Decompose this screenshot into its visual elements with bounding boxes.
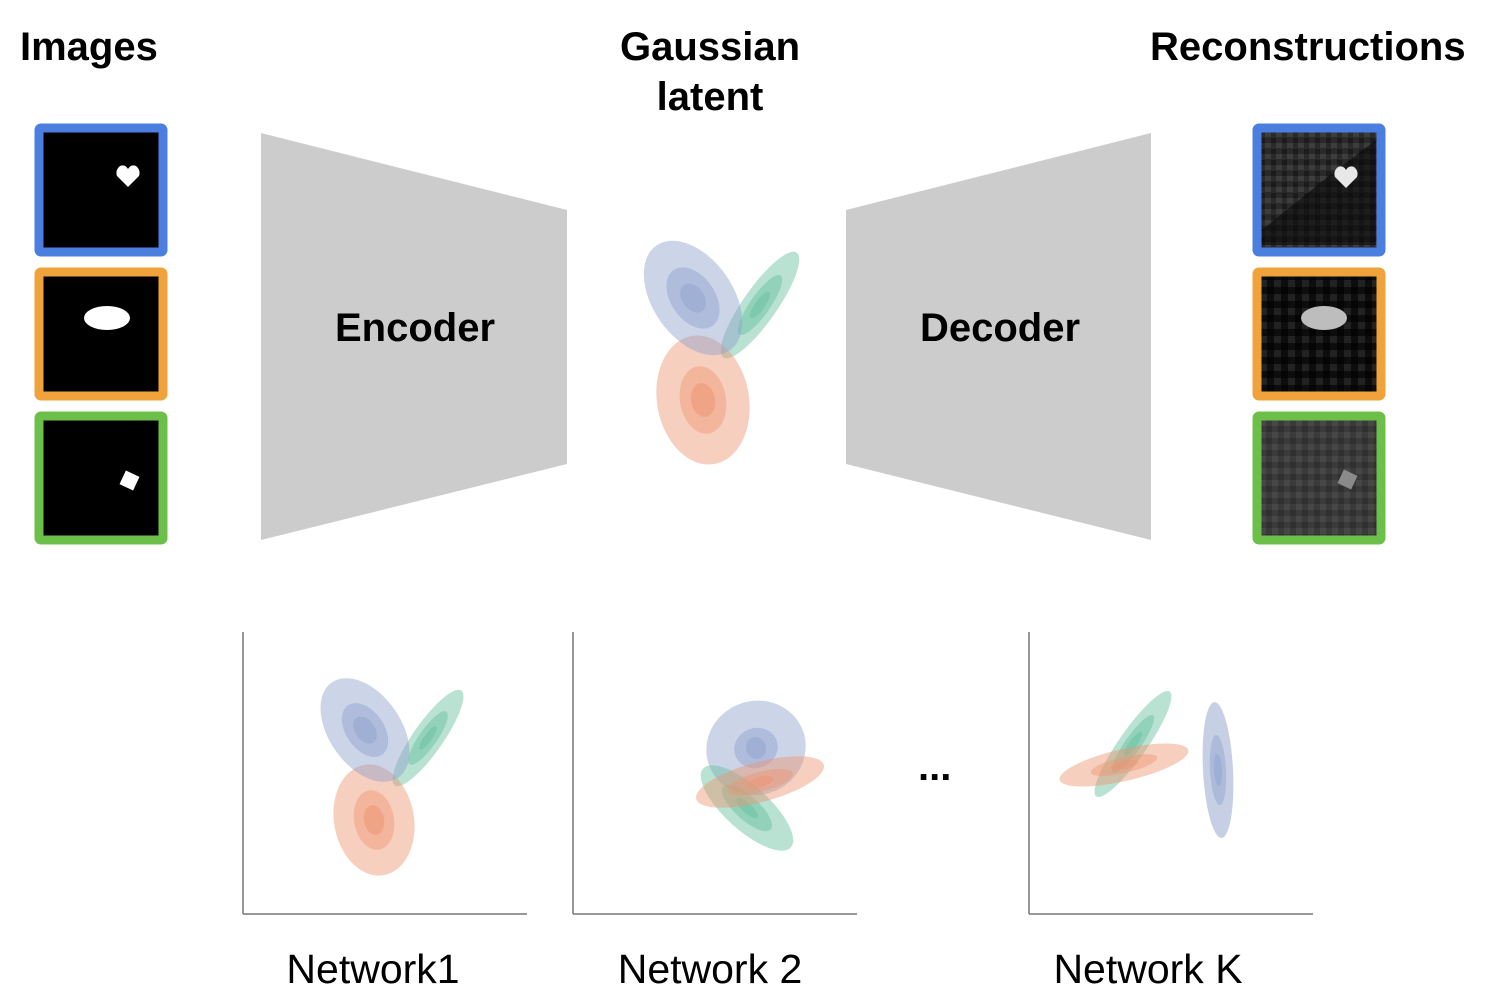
network1-panel <box>242 632 527 915</box>
gaussian-latent <box>643 240 800 465</box>
network1-caption: Network1 <box>286 946 460 992</box>
reconstructions-heading: Reconstructions <box>1150 25 1466 69</box>
encoder-block <box>261 133 567 540</box>
networkk-caption: Network K <box>1053 946 1243 992</box>
gaussian-blue <box>643 240 743 356</box>
network2-panel <box>572 632 857 915</box>
input-image-heart <box>34 123 168 257</box>
input-image-ellipse <box>34 267 168 401</box>
square-icon <box>119 470 140 491</box>
reconstruction-heart <box>1252 123 1386 257</box>
network2-caption: Network 2 <box>617 946 803 992</box>
decoder-block <box>846 133 1151 540</box>
ellipsis-label: ... <box>918 745 952 789</box>
images-heading: Images <box>20 25 158 69</box>
latent-heading-line1: Gaussian <box>619 25 801 69</box>
heart-icon <box>116 165 140 187</box>
networkk-panel <box>1028 632 1313 915</box>
input-image-square <box>34 411 168 545</box>
reconstruction-square <box>1252 411 1386 545</box>
encoder-label: Encoder <box>334 306 496 350</box>
decoder-label: Decoder <box>919 306 1081 350</box>
gaussian-green <box>720 251 800 359</box>
ellipse-icon <box>84 306 130 330</box>
reconstruction-ellipse <box>1252 267 1386 401</box>
latent-heading-line2: latent <box>656 75 764 119</box>
gaussian-orange <box>656 335 750 465</box>
